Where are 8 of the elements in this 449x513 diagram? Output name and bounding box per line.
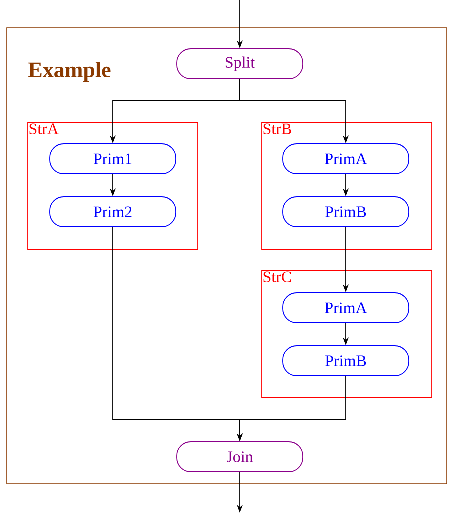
control-pill: Join xyxy=(176,442,304,472)
primitive-pill: PrimB xyxy=(282,196,410,228)
control-pill: Split xyxy=(176,48,304,80)
primitive-pill: Prim1 xyxy=(50,144,176,174)
primitive-pill: Prim2 xyxy=(50,196,176,228)
primitive-pill: PrimA xyxy=(282,292,410,324)
primitive-pill: PrimB xyxy=(282,346,410,376)
primitive-pill: PrimA xyxy=(282,144,410,174)
